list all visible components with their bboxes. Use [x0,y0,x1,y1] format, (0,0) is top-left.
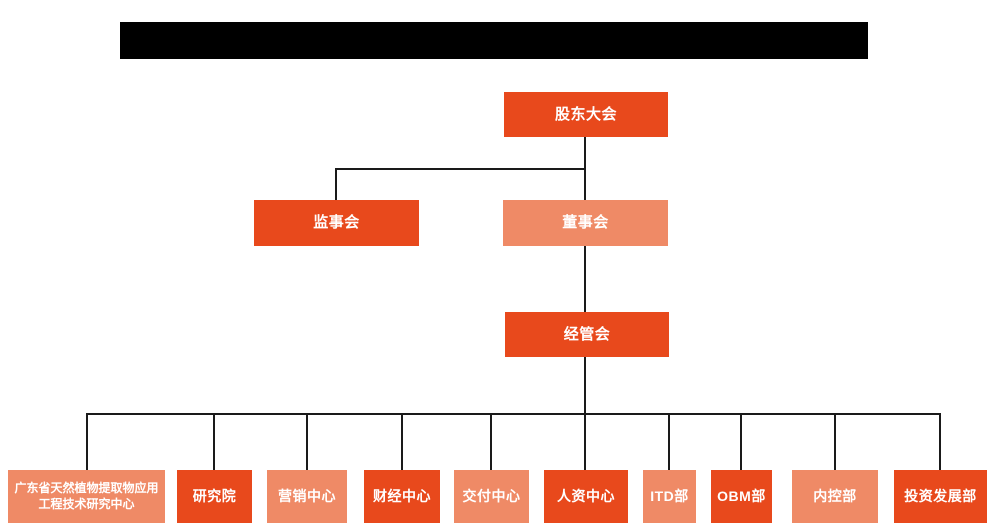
connector-board-management [584,246,586,312]
connector-drop-research-center [86,413,88,470]
node-dept-marketing-center: 营销中心 [267,470,347,523]
connector-drop-marketing [306,413,308,470]
connector-drop-research-institute [213,413,215,470]
node-dept-finance-center: 财经中心 [364,470,440,523]
connector-drop-finance [401,413,403,470]
node-board-of-directors: 董事会 [503,200,668,246]
connector-drop-obm [740,413,742,470]
node-dept-delivery-center: 交付中心 [454,470,529,523]
connector-department-bus [86,413,941,415]
node-shareholders-meeting: 股东大会 [504,92,668,137]
connector-drop-itd [668,413,670,470]
node-management-committee: 经管会 [505,312,669,357]
connector-drop-delivery [490,413,492,470]
node-dept-research-institute: 研究院 [177,470,252,523]
connector-supervisory-drop [335,170,337,200]
node-dept-internal-control: 内控部 [792,470,878,523]
node-dept-investment-development: 投资发展部 [894,470,987,523]
connector-drop-internal-control [834,413,836,470]
node-dept-hr-center: 人资中心 [544,470,628,523]
connector-drop-investment [939,413,941,470]
node-dept-obm: OBM部 [711,470,772,523]
node-dept-itd: ITD部 [643,470,696,523]
connector-branch-horizontal [335,168,586,170]
node-supervisory-board: 监事会 [254,200,419,246]
node-dept-research-center: 广东省天然植物提取物应用工程技术研究中心 [8,470,165,523]
redacted-title-bar [120,22,868,59]
